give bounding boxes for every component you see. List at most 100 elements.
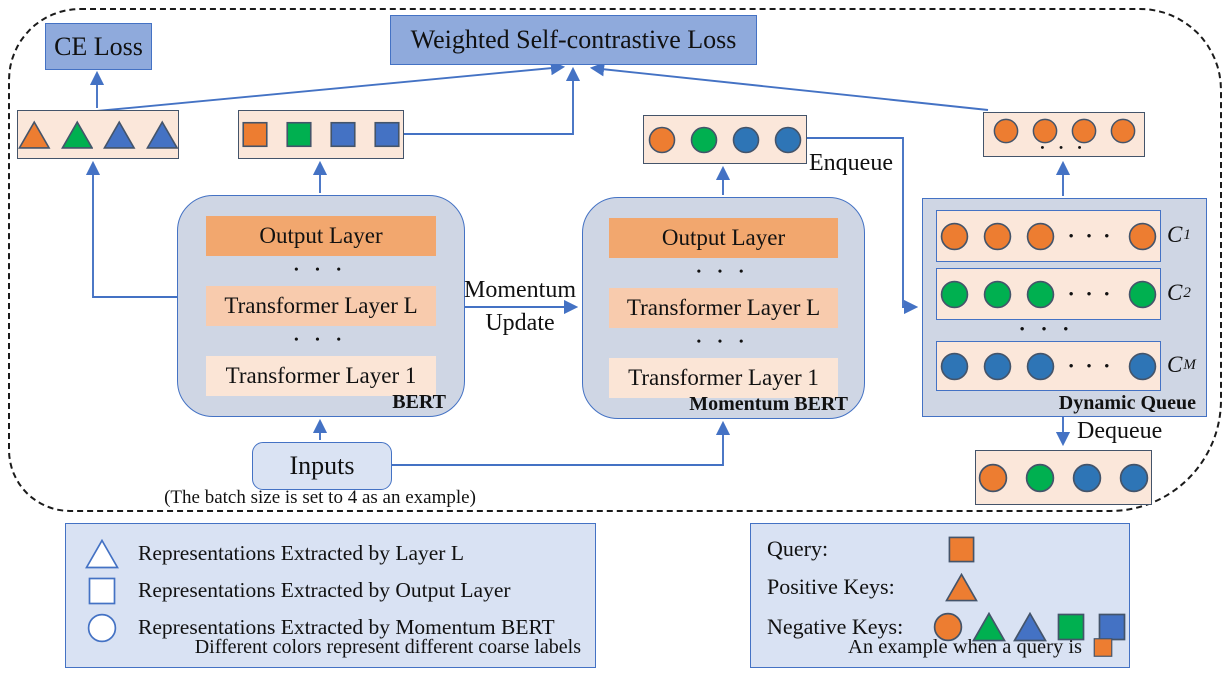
bert-layer-l-label: Transformer Layer L [224, 293, 418, 318]
momentum-output-layer-label: Output Layer [661, 225, 786, 250]
key-legend: Query: Positive Keys: Negative Keys: An … [750, 523, 1130, 668]
legend-circle-icon-cell [66, 613, 138, 643]
positive-keys-row: Positive Keys: [751, 568, 1129, 606]
orange-square-icon [1093, 638, 1113, 657]
blue_circle-circle-icon [1026, 352, 1055, 380]
blue_circle-circle-icon [732, 126, 760, 153]
inputs-label: Inputs [289, 451, 355, 480]
green-circle-icon [1128, 280, 1157, 308]
orange-square-icon [242, 121, 268, 148]
legend-row-output-layer: Representations Extracted by Output Laye… [66, 572, 595, 609]
green-square-icon [286, 121, 312, 148]
green-triangle-icon [972, 612, 1006, 642]
legend-right-footnote-text: An example when a query is [848, 636, 1082, 658]
legend-layer-l-text: Representations Extracted by Layer L [138, 541, 464, 565]
blue-triangle-icon [103, 119, 136, 149]
bert-output-layer-box: Output Layer [206, 216, 436, 256]
queue-row-cm: • • • [936, 341, 1161, 391]
inputs-box: Inputs [252, 442, 392, 490]
weighted-loss-label: Weighted Self-contrastive Loss [410, 25, 737, 54]
blue-triangle-icon [145, 119, 178, 149]
momentum-bert-block: Output Layer • • • Transformer Layer L •… [582, 197, 865, 419]
legend-right-footnote-shape [1091, 637, 1115, 658]
orange-circle-icon [648, 126, 676, 153]
orange-circle-icon [978, 463, 1008, 492]
legend-row-momentum-bert: Representations Extracted by Momentum BE… [66, 609, 595, 646]
dequeue-label: Dequeue [1077, 418, 1163, 444]
blue-triangle-icon [1013, 612, 1047, 642]
diagram-dashed-frame [8, 8, 1222, 512]
momentum-update-label-line2: Update [485, 310, 555, 336]
queue-head-shapes [991, 118, 1138, 144]
green-triangle-icon [60, 119, 93, 149]
momentum-representations-box [643, 115, 807, 164]
dequeued-box [975, 450, 1152, 505]
batch-size-caption: (The batch size is set to 4 as an exampl… [164, 487, 476, 508]
momentum-bert-label: Momentum BERT [689, 393, 848, 415]
query-row: Query: [751, 530, 1129, 568]
orange-circle-icon [940, 222, 969, 250]
orange-circle-icon [983, 222, 1012, 250]
negative-keys-label: Negative Keys: [767, 614, 904, 639]
white-triangle-icon [85, 538, 119, 568]
representation-legend: Representations Extracted by Layer L Rep… [65, 523, 596, 668]
orange-circle-icon [933, 612, 963, 642]
bert-ellipsis-bottom: • • • [294, 332, 348, 346]
orange-circle-icon [1071, 118, 1096, 144]
positive-keys-shape-cell [945, 572, 978, 602]
ce-loss-label: CE Loss [54, 31, 143, 61]
momentum-ellipsis-top: • • • [696, 264, 751, 278]
queue-ellipsis: • • • [1019, 321, 1076, 336]
output-representations-box [238, 110, 404, 159]
ellipsis: • • • [1068, 286, 1115, 301]
orange-triangle-icon [18, 119, 51, 149]
bert-transformer-layer-l-box: Transformer Layer L [206, 286, 436, 326]
white-circle-icon [87, 613, 117, 642]
legend-triangle-icon-cell [66, 538, 138, 569]
legend-square-icon-cell [66, 576, 138, 606]
blue_circle-circle-icon [1119, 463, 1149, 492]
momentum-layer-l-label: Transformer Layer L [626, 295, 821, 320]
blue-square-icon [374, 121, 400, 148]
positive-keys-label: Positive Keys: [767, 574, 895, 599]
white-square-icon [88, 577, 116, 604]
blue_circle-circle-icon [940, 352, 969, 380]
green-circle-icon [940, 280, 969, 308]
green-circle-icon [690, 126, 718, 153]
bert-layer-1-label: Transformer Layer 1 [225, 363, 417, 388]
orange-triangle-icon [945, 572, 978, 601]
orange-circle-icon [1026, 222, 1055, 250]
orange-square-icon [948, 536, 975, 562]
legend-row-layer-l: Representations Extracted by Layer L [66, 535, 595, 572]
bert-block: Output Layer • • • Transformer Layer L •… [177, 195, 465, 417]
legend-left-footnote: Different colors represent different coa… [194, 636, 581, 658]
momentum-output-layer-box: Output Layer [609, 218, 838, 258]
query-shape-cell [945, 535, 978, 564]
momentum-update-label-line1: Momentum [464, 277, 576, 303]
legend-output-layer-text: Representations Extracted by Output Laye… [138, 578, 511, 602]
enqueue-label: Enqueue [809, 150, 893, 176]
layer-l-representations-box [17, 110, 179, 159]
blue_circle-circle-icon [983, 352, 1012, 380]
dynamic-queue-label: Dynamic Queue [1058, 392, 1196, 414]
blue-square-icon [330, 121, 356, 148]
queue-row-c2: • • • [936, 268, 1161, 320]
orange-circle-icon [1032, 118, 1057, 144]
bert-ellipsis-top: • • • [294, 262, 348, 276]
ellipsis: • • • [1068, 228, 1115, 243]
momentum-transformer-layer-l-box: Transformer Layer L [609, 288, 838, 328]
blue_circle-circle-icon [1072, 463, 1102, 492]
momentum-transformer-layer-1-box: Transformer Layer 1 [609, 358, 838, 398]
green-square-icon [1057, 613, 1085, 641]
blue_circle-circle-icon [1128, 352, 1157, 380]
orange-circle-icon [993, 118, 1018, 144]
legend-right-footnote: An example when a query is [848, 636, 1115, 659]
weighted-loss-box: Weighted Self-contrastive Loss [390, 15, 757, 65]
queue-head-ellipsis: • • • [1040, 142, 1088, 154]
bert-label: BERT [392, 391, 446, 413]
